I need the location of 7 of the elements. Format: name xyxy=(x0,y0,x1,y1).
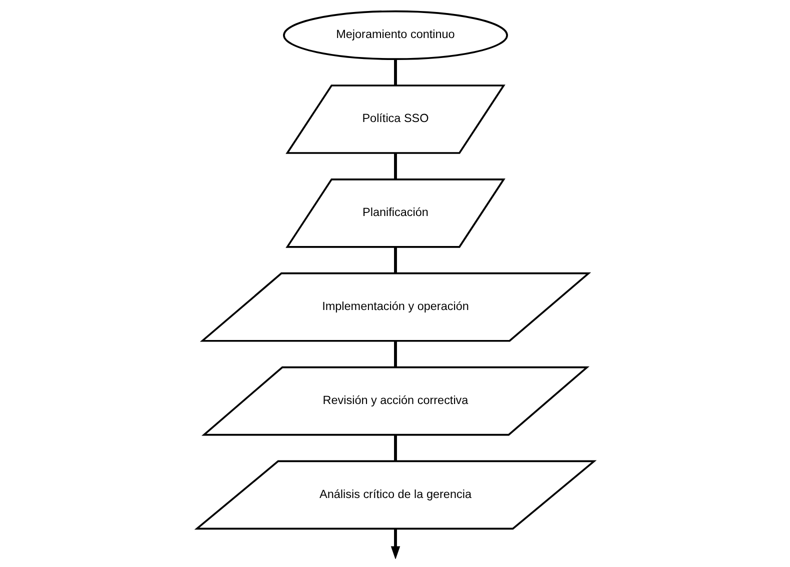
arrow xyxy=(390,528,400,559)
connector xyxy=(394,153,396,180)
node-ellipse: Mejoramiento continuo xyxy=(282,10,508,60)
connector xyxy=(394,340,396,368)
connector xyxy=(394,434,396,462)
connector xyxy=(394,247,396,274)
connector xyxy=(394,59,396,86)
